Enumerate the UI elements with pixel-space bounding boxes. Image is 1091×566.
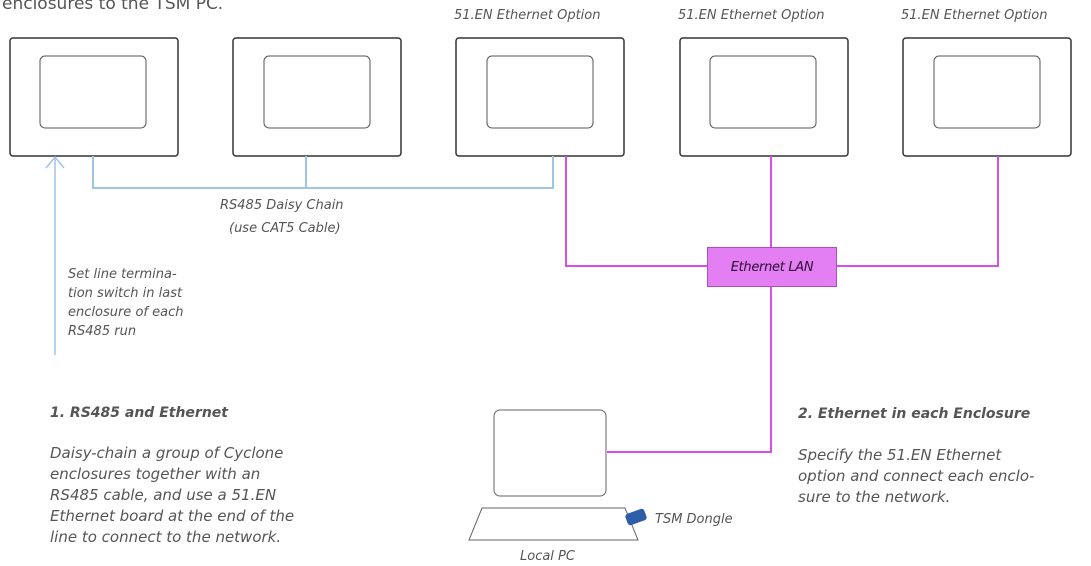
enclosure-4 xyxy=(679,37,849,157)
section1-body: Daisy-chain a group of Cyclone enclosure… xyxy=(50,444,295,546)
section2-body: Specify the 51.EN Ethernet option and co… xyxy=(798,446,1035,506)
enclosure-4-label: 51.EN Ethernet Option xyxy=(678,8,825,23)
section1-heading: 1. RS485 and Ethernet xyxy=(50,405,228,421)
enclosure-5 xyxy=(902,37,1072,157)
local-pc-label: Local PC xyxy=(520,549,575,564)
enclosure-2 xyxy=(232,37,402,157)
rs485-label-line1: RS485 Daisy Chain xyxy=(220,198,344,213)
tsm-dongle-label: TSM Dongle xyxy=(655,512,733,527)
enclosure-1 xyxy=(9,37,179,157)
termination-note: Set line termina- tion switch in last en… xyxy=(68,267,184,339)
local-pc xyxy=(468,409,639,541)
section2-heading: 2. Ethernet in each Enclosure xyxy=(798,406,1031,422)
enclosure-3 xyxy=(455,37,625,157)
ethernet-lan-label: Ethernet LAN xyxy=(730,259,814,275)
enclosure-5-label: 51.EN Ethernet Option xyxy=(901,8,1048,23)
ethernet-lan-box: Ethernet LAN xyxy=(707,247,837,287)
termination-arrow xyxy=(45,155,65,355)
intro-text: enclosures to the TSM PC. xyxy=(2,0,224,14)
rs485-label-line2: (use CAT5 Cable) xyxy=(229,221,341,236)
ethernet-lines xyxy=(565,156,999,453)
enclosure-3-label: 51.EN Ethernet Option xyxy=(454,8,601,23)
rs485-chain xyxy=(92,156,554,189)
